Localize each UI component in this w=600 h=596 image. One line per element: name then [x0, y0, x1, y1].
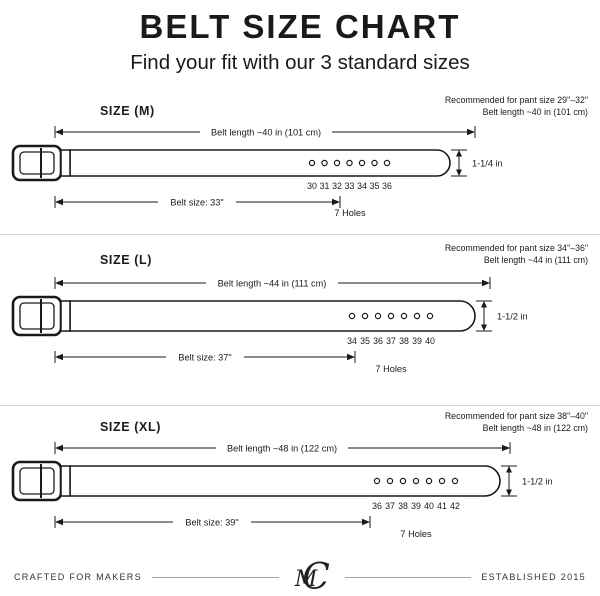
size-l-recommended-line2: Belt length ~44 in (111 cm) [484, 255, 588, 265]
size-m-belt-length-dimension [54, 125, 476, 139]
size-xl-width-label: 1-1/2 in [522, 477, 553, 487]
size-l-belt-size-label: Belt size: 37" [178, 353, 231, 363]
size-xl-hole-numbers: 36 37 38 39 40 41 42 [372, 501, 460, 511]
size-xl-belt-holes [373, 477, 459, 485]
hole-number: 37 [386, 336, 396, 346]
size-xl-belt-illustration [11, 460, 501, 502]
hole-number: 42 [450, 501, 460, 511]
size-xl-belt-size-label: Belt size: 39" [185, 518, 238, 528]
size-l-hole-numbers: 34 35 36 37 38 39 40 [347, 336, 435, 346]
hole-number: 35 [370, 181, 380, 191]
size-xl-holes-count-label: 7 Holes [400, 529, 432, 539]
brand-monogram-icon: C M [293, 558, 330, 596]
hole-number: 38 [398, 501, 408, 511]
size-xl-belt-length-dimension [54, 441, 511, 455]
hole-number: 36 [382, 181, 392, 191]
hole-number: 30 [307, 181, 317, 191]
size-m-recommended-line2: Belt length ~40 in (101 cm) [483, 107, 588, 117]
hole-number: 40 [425, 336, 435, 346]
size-l-width-label: 1-1/2 in [497, 312, 528, 322]
size-m-width-label: 1-1/4 in [472, 159, 503, 169]
section-divider [0, 234, 600, 235]
hole-number: 34 [347, 336, 357, 346]
size-l-section: SIZE (L) Recommended for pant size 34"–3… [11, 243, 588, 374]
hole-number: 39 [411, 501, 421, 511]
footer-left-text: CRAFTED FOR MAKERS [14, 572, 142, 582]
size-l-label: SIZE (L) [100, 253, 152, 267]
hole-number: 37 [385, 501, 395, 511]
hole-number: 35 [360, 336, 370, 346]
size-m-hole-numbers: 30 31 32 33 34 35 36 [307, 181, 392, 191]
hole-number: 34 [357, 181, 367, 191]
hole-number: 31 [320, 181, 330, 191]
size-xl-recommended-line2: Belt length ~48 in (122 cm) [483, 423, 588, 433]
footer-right-rule [344, 576, 472, 578]
size-l-belt-size-dimension [54, 350, 356, 364]
size-xl-belt-size-dimension [54, 515, 371, 529]
size-m-belt-size-label: Belt size: 33" [170, 198, 223, 208]
size-l-belt-illustration [11, 295, 476, 337]
monogram-letter-c: C [302, 558, 330, 596]
size-xl-section: SIZE (XL) Recommended for pant size 38"–… [11, 411, 588, 539]
footer-left-rule [151, 576, 279, 578]
size-l-recommended-line1: Recommended for pant size 34"–36" [445, 243, 588, 253]
footer: CRAFTED FOR MAKERS C M ESTABLISHED 2015 [0, 558, 600, 596]
hole-number: 36 [372, 501, 382, 511]
size-xl-recommended-line1: Recommended for pant size 38"–40" [445, 411, 588, 421]
size-m-belt-illustration [11, 144, 451, 182]
hole-number: 36 [373, 336, 383, 346]
size-l-belt-length-label: Belt length ~44 in (111 cm) [218, 279, 327, 289]
hole-number: 41 [437, 501, 447, 511]
section-divider [0, 405, 600, 406]
page-subtitle: Find your fit with our 3 standard sizes [130, 51, 470, 74]
size-xl-width-dimension [501, 465, 517, 497]
size-xl-label: SIZE (XL) [100, 420, 161, 434]
hole-number: 40 [424, 501, 434, 511]
monogram-letter-m: M [293, 567, 317, 592]
size-m-label: SIZE (M) [100, 104, 155, 118]
page-title: BELT SIZE CHART [139, 8, 461, 45]
size-m-belt-size-dimension [54, 195, 341, 209]
size-m-width-dimension [451, 149, 467, 177]
hole-number: 39 [412, 336, 422, 346]
size-m-section: SIZE (M) Recommended for pant size 29"–3… [11, 95, 588, 218]
size-m-belt-length-label: Belt length ~40 in (101 cm) [211, 128, 321, 138]
footer-right-text: ESTABLISHED 2015 [481, 572, 586, 582]
size-m-holes-count-label: 7 Holes [334, 208, 366, 218]
hole-number: 32 [332, 181, 342, 191]
page-header: BELT SIZE CHART Find your fit with our 3… [0, 0, 600, 90]
size-l-belt-length-dimension [54, 276, 491, 290]
size-l-belt-holes [348, 312, 434, 320]
size-m-belt-holes [308, 159, 391, 167]
hole-number: 38 [399, 336, 409, 346]
hole-number: 33 [345, 181, 355, 191]
size-l-width-dimension [476, 300, 492, 332]
size-xl-belt-length-label: Belt length ~48 in (122 cm) [227, 444, 337, 454]
size-l-holes-count-label: 7 Holes [375, 364, 407, 374]
size-m-recommended-line1: Recommended for pant size 29"–32" [445, 95, 588, 105]
